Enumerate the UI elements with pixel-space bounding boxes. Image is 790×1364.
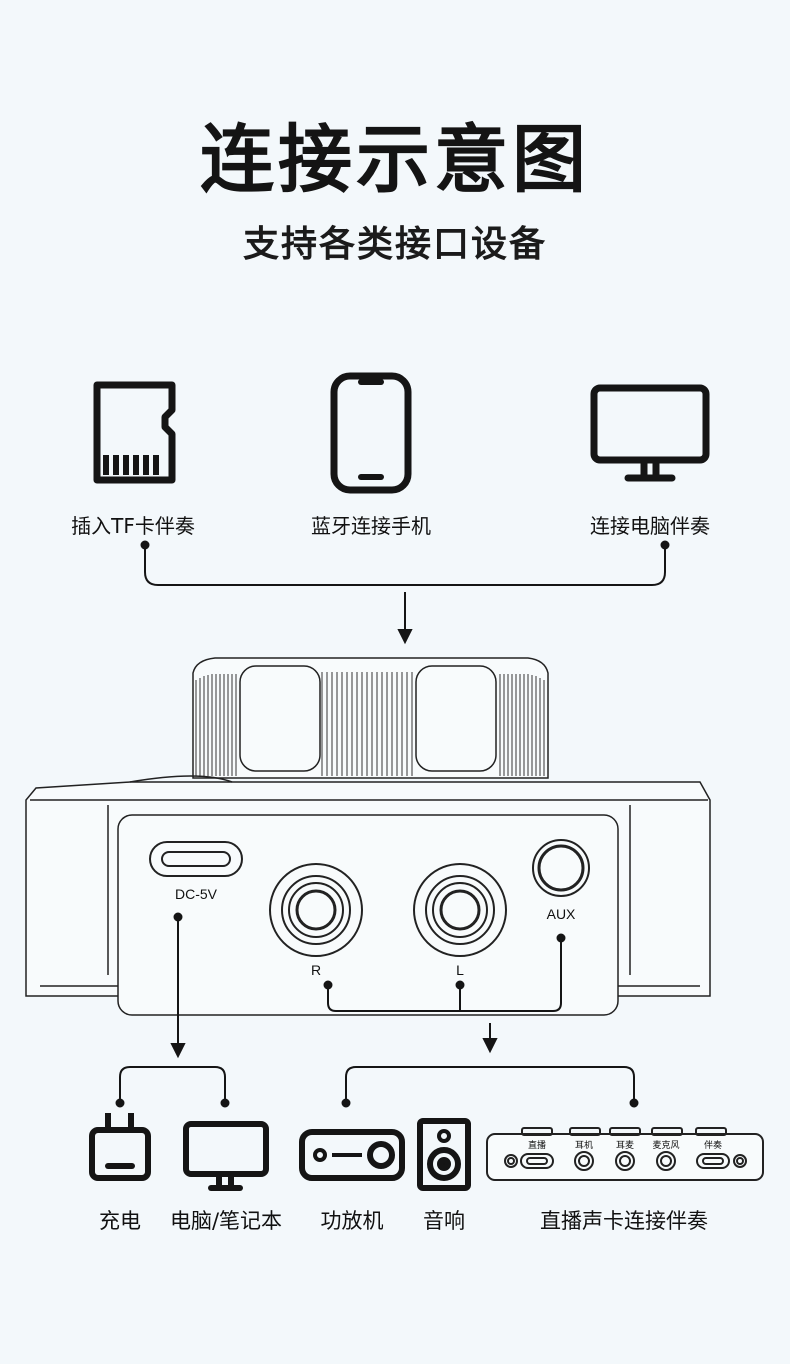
amplifier-label: 功放机	[320, 1209, 384, 1233]
sound-card-port-label: 伴奏	[704, 1139, 722, 1151]
charge-label: 充电	[99, 1209, 141, 1233]
l-port-label: L	[456, 962, 464, 978]
r-port	[269, 863, 363, 957]
speaker-icon	[417, 1118, 471, 1191]
tf-card-icon	[93, 381, 176, 484]
sound-card-port-label: 直播	[528, 1139, 546, 1151]
page-title: 连接示意图	[200, 117, 590, 203]
aux-port	[532, 839, 590, 897]
top-connector	[140, 540, 670, 645]
dc-port	[149, 841, 243, 877]
audio-connector	[323, 933, 566, 1054]
computer-label: 连接电脑伴奏	[590, 514, 710, 538]
sound-card-port-label: 麦克风	[652, 1139, 679, 1151]
l-port	[413, 863, 507, 957]
sound-card-port-label: 耳机	[575, 1139, 593, 1151]
sound-card-label: 直播声卡连接伴奏	[540, 1209, 708, 1233]
dc-connector	[170, 912, 186, 1059]
sound-card-port-label: 耳麦	[616, 1139, 634, 1151]
page-subtitle: 支持各类接口设备	[242, 224, 547, 265]
monitor-icon	[590, 384, 710, 482]
aux-port-label: AUX	[546, 906, 576, 922]
r-port-label: R	[310, 962, 322, 978]
tf-card-label: 插入TF卡伴奏	[71, 514, 195, 538]
amplifier-icon	[299, 1129, 405, 1181]
right-bracket	[341, 1066, 639, 1108]
sound-card-icon: 直播 耳机 耳麦 麦克风 伴奏	[486, 1127, 764, 1181]
laptop-monitor-icon	[183, 1121, 269, 1191]
dc-port-label: DC-5V	[174, 886, 218, 902]
speaker-label: 音响	[423, 1209, 465, 1233]
phone-icon	[330, 372, 412, 494]
left-bracket	[115, 1066, 230, 1108]
device-body	[25, 657, 711, 1016]
charger-icon	[89, 1113, 151, 1181]
bluetooth-phone-label: 蓝牙连接手机	[311, 514, 431, 538]
laptop-label: 电脑/笔记本	[169, 1209, 283, 1233]
